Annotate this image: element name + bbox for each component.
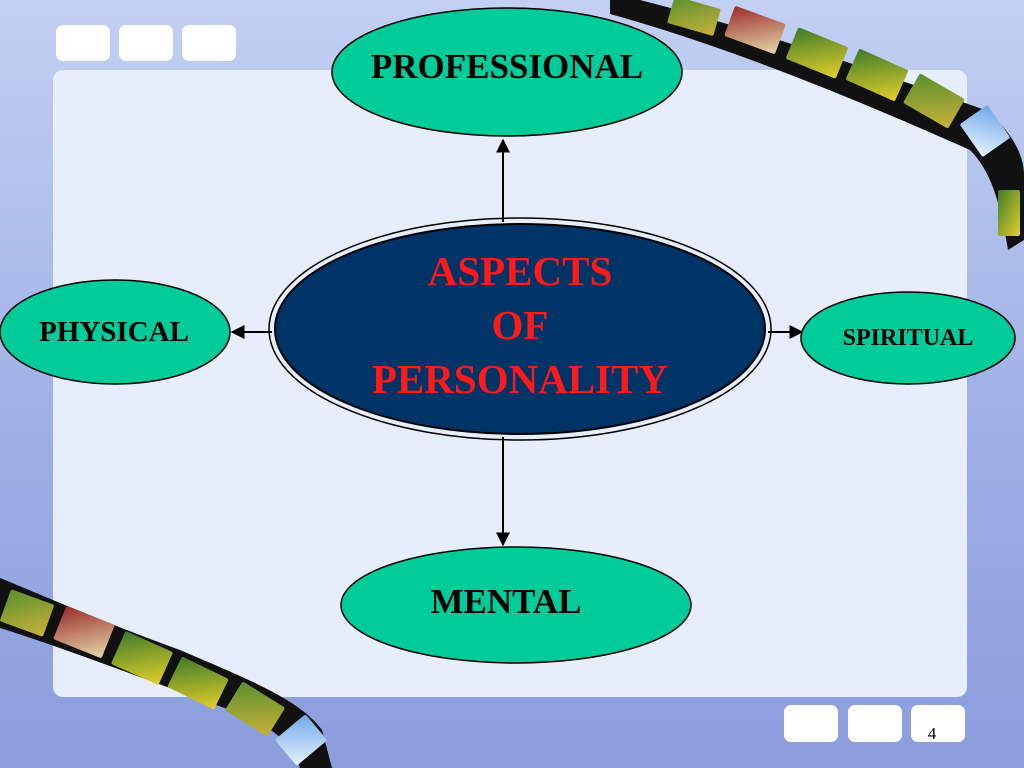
professional-node (331, 7, 683, 137)
header-tab (182, 25, 236, 61)
center-line-1: ASPECTS (427, 248, 613, 294)
footer-tab (784, 705, 838, 742)
center-line-2: OF (491, 302, 549, 348)
center-node-outline (268, 217, 772, 441)
mental-label: MENTAL (430, 581, 582, 621)
physical-label: PHYSICAL (39, 315, 189, 348)
footer-tab (911, 705, 965, 742)
header-tab (119, 25, 173, 61)
physical-node (0, 279, 231, 385)
professional-label: PROFESSIONAL (370, 46, 644, 86)
center-title: ASPECTS OF PERSONALITY (300, 244, 740, 404)
spiritual-node (800, 291, 1016, 385)
header-tab (56, 25, 110, 61)
center-line-3: PERSONALITY (371, 356, 669, 402)
footer-tab (848, 705, 902, 742)
slide-number: 4 (927, 724, 937, 743)
center-node (274, 223, 766, 435)
spiritual-label: SPIRITUAL (842, 325, 974, 352)
mental-node (340, 546, 692, 664)
